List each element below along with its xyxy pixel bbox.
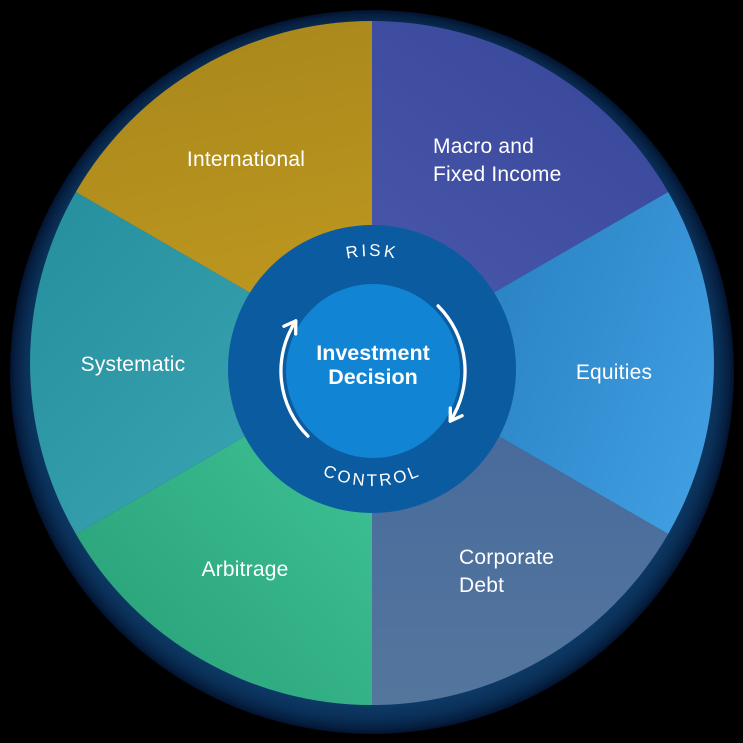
segment-equities-label: Equities <box>576 361 652 384</box>
cycle-arrow-right-icon <box>436 304 467 423</box>
segment-macro-fixed-income-label-line1: Macro and <box>433 135 534 158</box>
center-title-line1: Investment <box>316 341 430 365</box>
segment-systematic-label: Systematic <box>81 353 186 376</box>
center-title-line2: Decision <box>328 365 418 389</box>
segment-equities-wedge <box>372 192 714 534</box>
segment-arbitrage-label: Arbitrage <box>201 558 288 581</box>
segment-systematic-wedge <box>30 192 373 534</box>
center-circle <box>286 284 460 458</box>
segment-corporate-debt-label-line2: Debt <box>459 574 504 597</box>
segment-international-label: International <box>187 148 305 171</box>
cycle-arrow-left-icon <box>279 319 310 438</box>
segment-corporate-debt-label-line1: Corporate <box>459 546 554 569</box>
segment-macro-fixed-income-label-line2: Fixed Income <box>433 163 561 186</box>
risk-label: RISK <box>344 241 399 263</box>
